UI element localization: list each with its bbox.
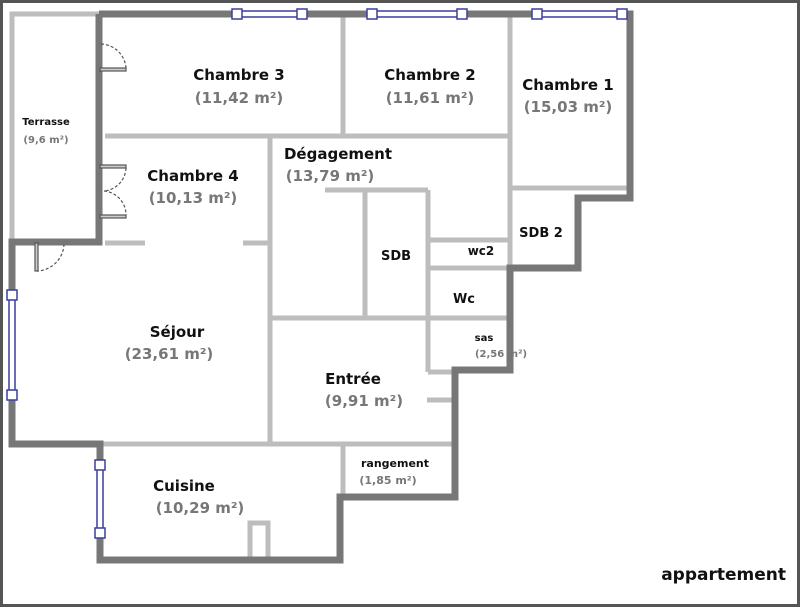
room-labels: Chambre 3 (11,42 m²) Chambre 2 (11,61 m²… bbox=[22, 66, 613, 517]
doors bbox=[34, 43, 127, 272]
room-name: Cuisine bbox=[153, 477, 215, 495]
room-area: (10,29 m²) bbox=[156, 499, 245, 517]
room-area: (11,61 m²) bbox=[386, 89, 475, 107]
room-name: Dégagement bbox=[284, 145, 392, 163]
room-area: (9,6 m²) bbox=[23, 135, 68, 146]
room-area: (10,13 m²) bbox=[149, 189, 238, 207]
room-area: (13,79 m²) bbox=[286, 167, 375, 185]
room-name: rangement bbox=[361, 457, 429, 470]
room-area: (9,91 m²) bbox=[325, 392, 403, 410]
room-area: (11,42 m²) bbox=[195, 89, 284, 107]
room-area: (15,03 m²) bbox=[524, 98, 613, 116]
room-name: SDB 2 bbox=[519, 226, 563, 241]
room-name: Séjour bbox=[150, 323, 205, 341]
room-name: Terrasse bbox=[22, 117, 70, 128]
room-name: Entrée bbox=[325, 370, 381, 388]
room-area: (23,61 m²) bbox=[125, 345, 214, 363]
room-name: sas bbox=[475, 333, 494, 344]
inner-walls bbox=[9, 11, 630, 560]
room-name: SDB bbox=[381, 249, 411, 264]
room-name: Chambre 4 bbox=[147, 167, 238, 185]
room-area: (1,85 m²) bbox=[359, 474, 416, 487]
room-name: Wc bbox=[453, 292, 475, 307]
plan-title: appartement bbox=[661, 565, 786, 585]
windows bbox=[6, 8, 628, 539]
room-area: (2,56 m²) bbox=[475, 349, 527, 360]
room-name: Chambre 1 bbox=[522, 76, 613, 94]
room-name: wc2 bbox=[468, 244, 495, 258]
outer-wall bbox=[8, 10, 634, 564]
room-name: Chambre 2 bbox=[384, 66, 475, 84]
room-name: Chambre 3 bbox=[193, 66, 284, 84]
